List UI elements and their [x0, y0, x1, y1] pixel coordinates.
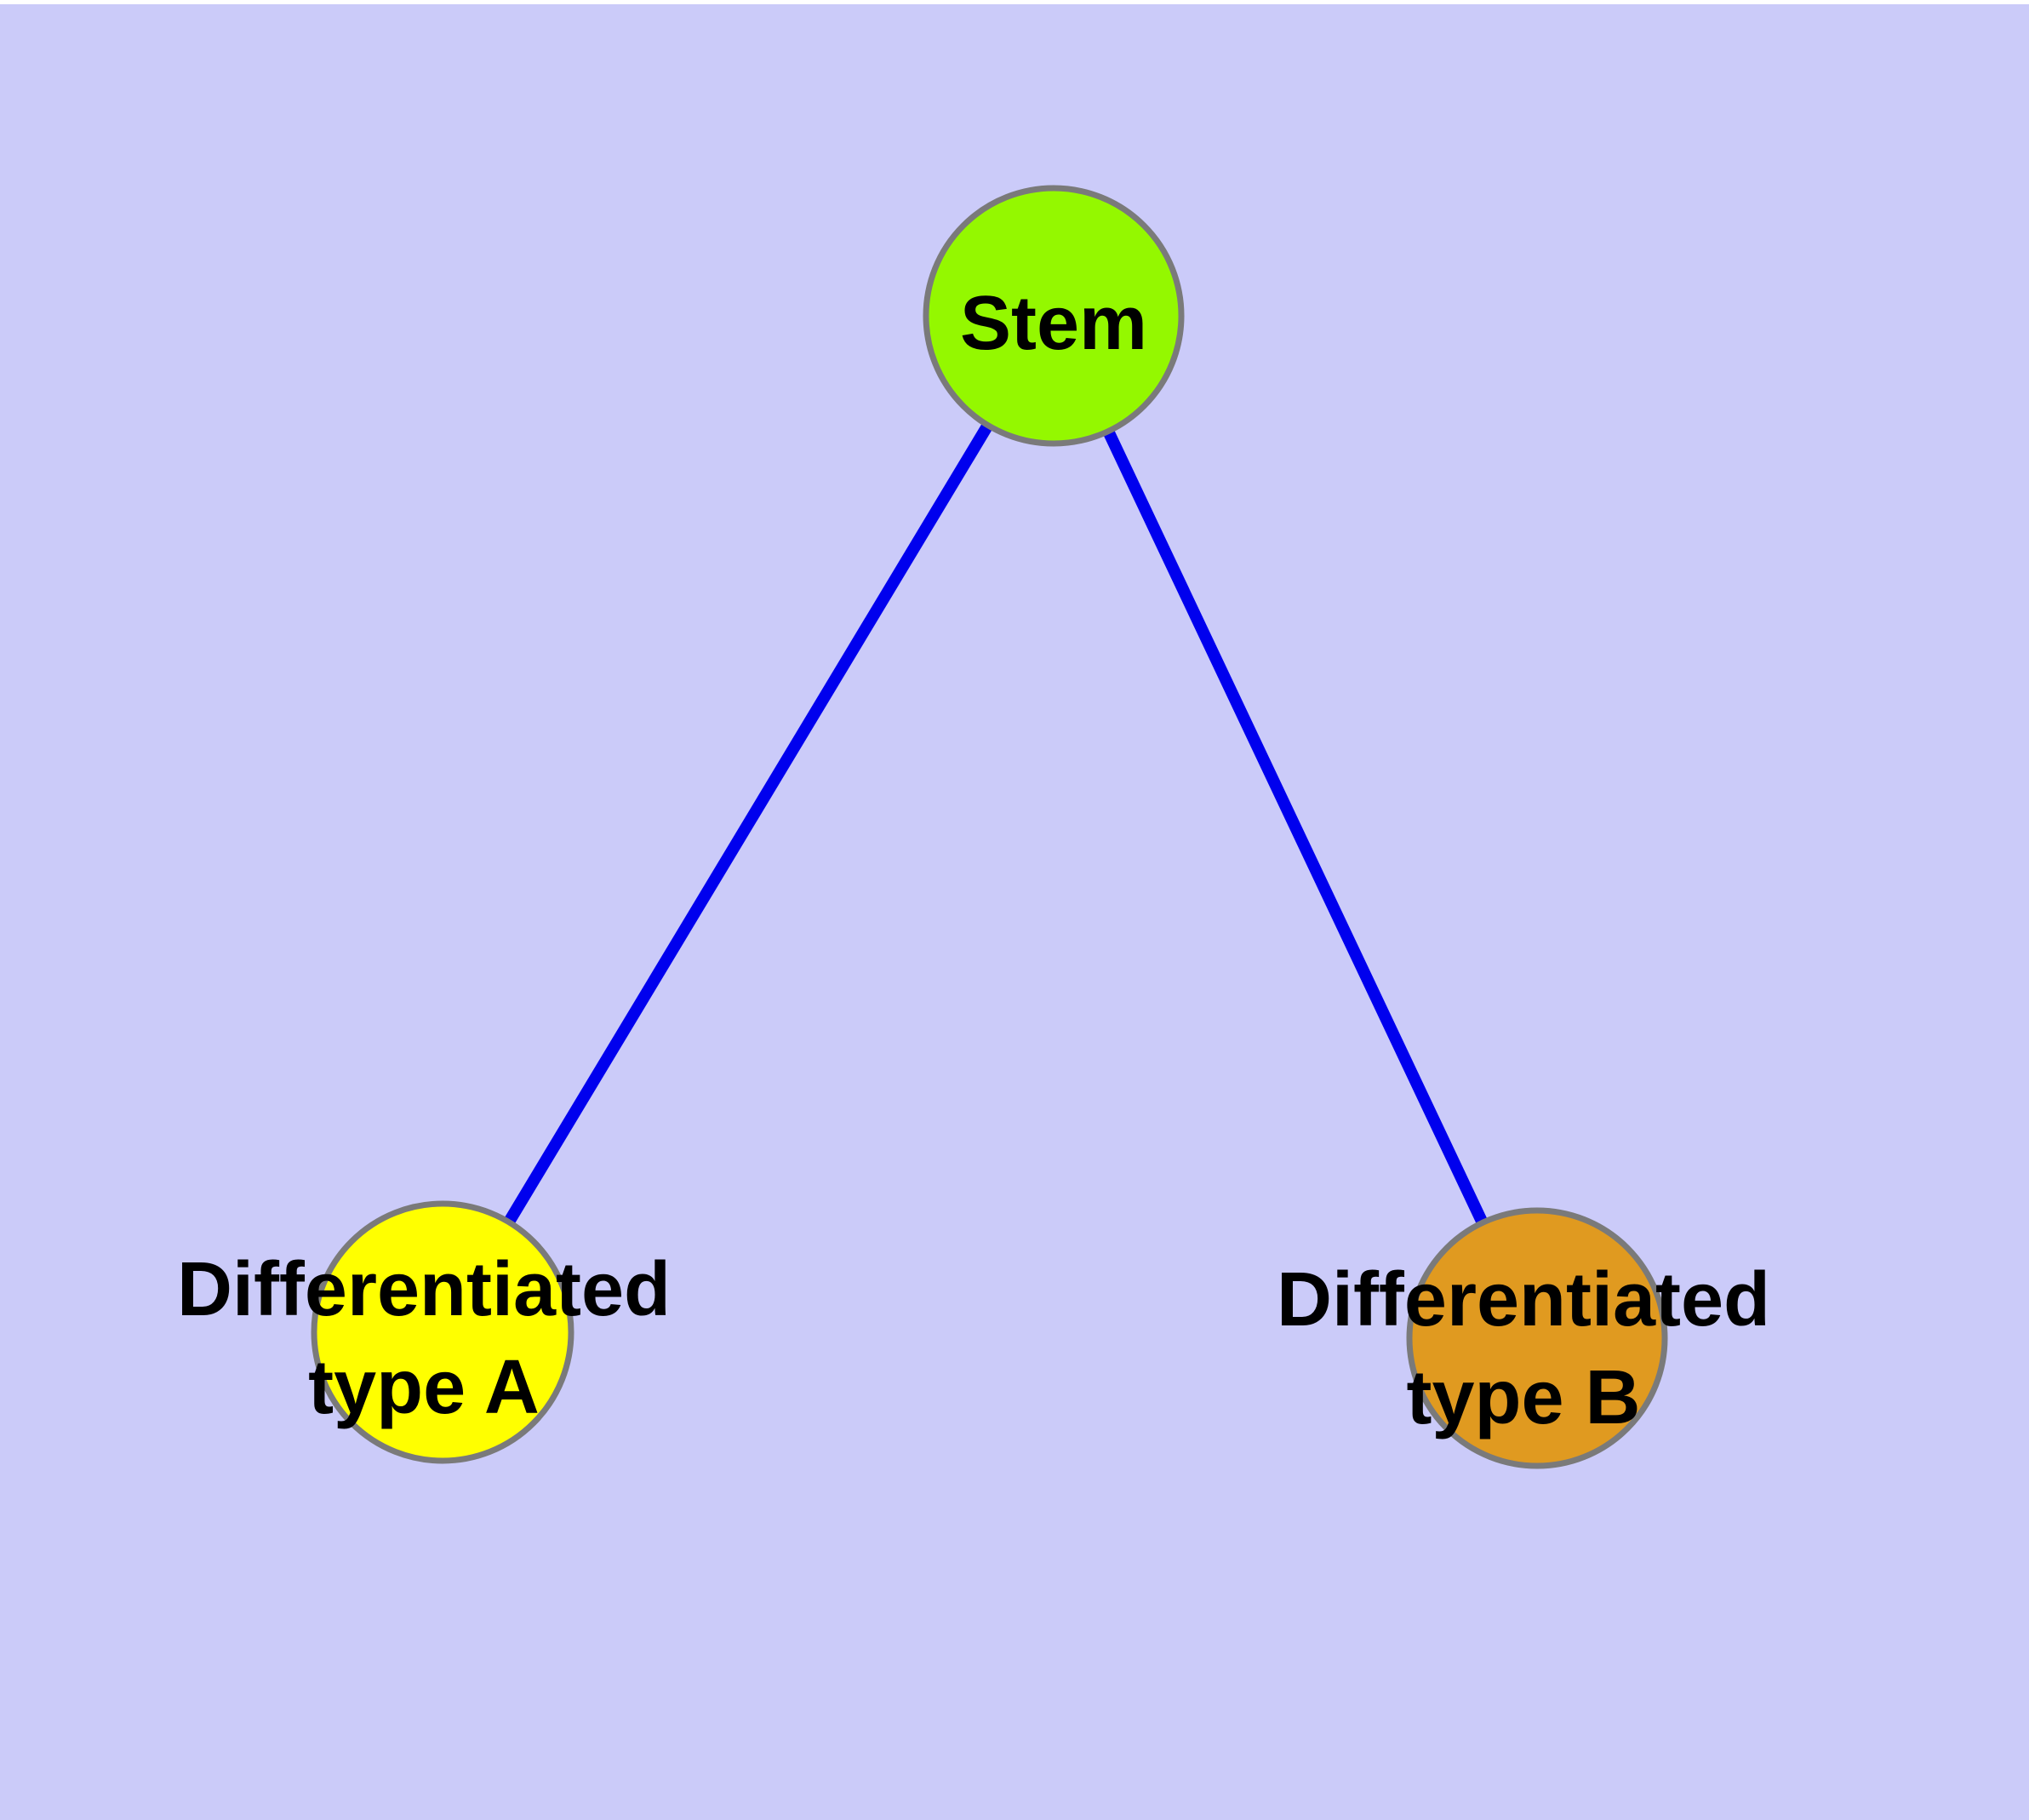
node-label-differentiated-type-b-line-1: Differentiated: [1277, 1257, 1770, 1342]
edge-stem-to-differentiated-type-a: [437, 312, 1059, 1336]
node-label-stem-line-1: Stem: [960, 281, 1147, 366]
node-circle-stem: [923, 185, 1185, 447]
node-label-differentiated-type-a-line-1: Differentiated: [177, 1247, 671, 1332]
node-circle-differentiated-type-a: [311, 1200, 574, 1464]
node-label-differentiated-type-b-line-2: type B: [1406, 1355, 1640, 1440]
node-circle-differentiated-type-b: [1406, 1207, 1668, 1469]
edge-stem-to-differentiated-type-b: [1048, 313, 1543, 1341]
node-label-differentiated-type-a-line-2: type A: [308, 1345, 540, 1430]
